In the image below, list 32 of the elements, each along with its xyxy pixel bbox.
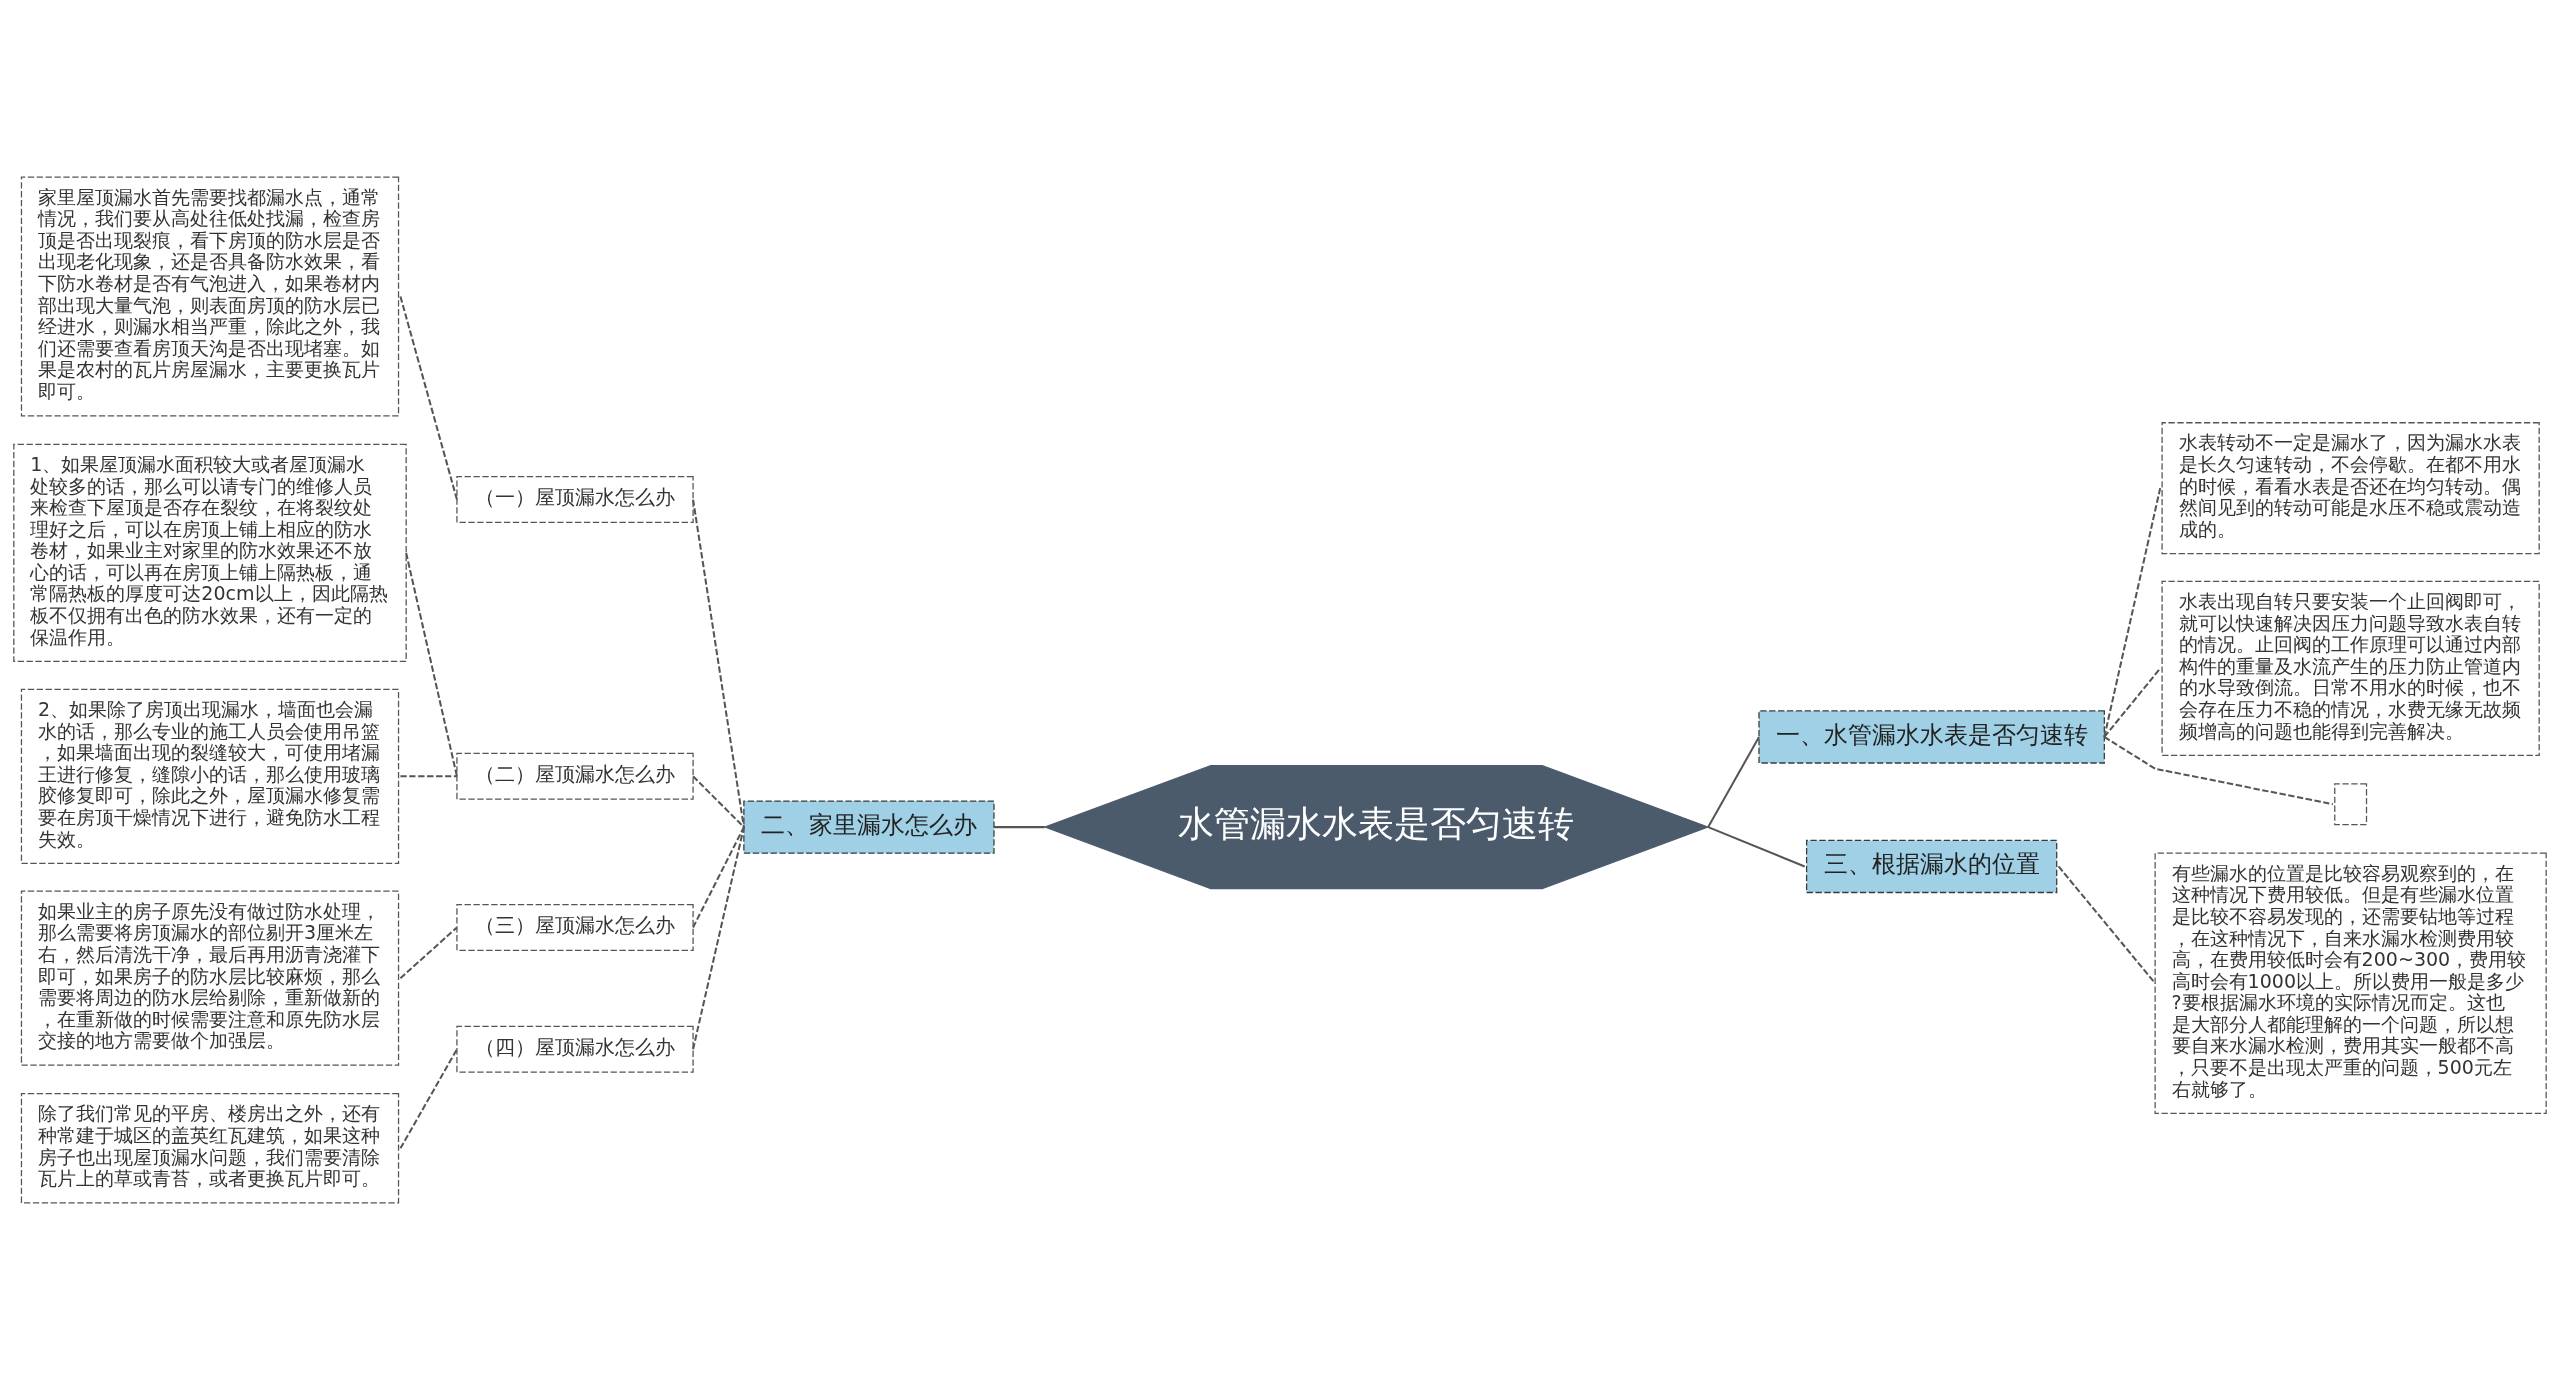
connector <box>400 774 457 777</box>
connector <box>2103 487 2162 737</box>
connector <box>692 498 745 827</box>
connector <box>1707 736 1760 828</box>
node-box: 家里屋顶漏水首先需要找都漏水点，通常情况，我们要从高处往低处找漏，检查房顶是否出现裂痕，看下房顶的防水层是否出现老化现象，还是否具备防水效果，看下防水卷材是否有气泡进入，如果卷材内部出现大量气泡，则表面房顶的防水层已经进水，则漏水相当严重，除此之外，我们还需要查看房顶天沟是否出现堵塞。如果是农村的瓦片房屋漏水，主要更换瓦片即可。 <box>20 175 400 416</box>
connector <box>2057 865 2156 984</box>
node-box: 2、如果除了房顶出现漏水，墙面也会漏水的话，那么专业的施工人员会使用吊篮，如果墙面出现的裂缝较大，可使用堵漏王进行修复，缝隙小的话，那么使用玻璃胶修复即可，除此之外，屋顶漏水修复需要在房顶干燥情况下进行，避免防水工程失效。 <box>20 688 400 864</box>
node-box <box>2334 782 2368 825</box>
node-box: （四）屋顶漏水怎么办 <box>456 1025 694 1073</box>
node-box: （三）屋顶漏水怎么办 <box>456 903 694 951</box>
connector <box>399 926 458 979</box>
node-box: 一、水管漏水水表是否匀速转 <box>1758 709 2105 764</box>
node-box: 水表出现自转只要安装一个止回阀即可，就可以快速解决因压力问题导致水表自转的情况。止回阀的工作原理可以通过内部构件的重量及水流产生的压力防止管道内的水导致倒流。日常不用水的时候，也不会存在压力不稳的情况，水费无缘无故频频增高的问题也能得到完善解决。 <box>2161 580 2540 756</box>
node-box: 1、如果屋顶漏水面积较大或者屋顶漏水处较多的话，那么可以请专门的维修人员来检查下屋顶是否存在裂纹，在将裂纹处理好之后，可以在房顶上铺上相应的防水卷材，如果业主对家里的防水效果还不放心的话，可以再在房顶上铺上隔热板，通常隔热板的厚度可达20cm以上，因此隔热板不仅拥有出色的防水效果，还有一定的保温作用。 <box>13 443 407 662</box>
connector <box>399 295 458 500</box>
node-box: 有些漏水的位置是比较容易观察到的，在这种情况下费用较低。但是有些漏水位置是比较不容易发现的，还需要钻地等过程，在这种情况下，自来水漏水检测费用较高，在费用较低时会有200~300，费用较高时会有1000以上。所以费用一般是多少?要根据漏水环境的实际情况而定。这也是大部分人都能理解的一个问题，所以想要自来水漏水检测，费用其实一般都不高，只要不是出现太严重的问题，500元左右就够了。 <box>2154 852 2547 1114</box>
node-box: 二、家里漏水怎么办 <box>743 799 995 854</box>
connector <box>2103 667 2161 738</box>
connector <box>994 825 1045 828</box>
node-box: 水表转动不一定是漏水了，因为漏水水表是长久匀速转动，不会停歇。在都不用水的时候，看看水表是否还在均匀转动。偶然间见到的转动可能是水压不稳或震动造成的。 <box>2161 421 2540 554</box>
connector <box>2103 735 2334 805</box>
node-box: （一）屋顶漏水怎么办 <box>456 475 694 523</box>
connector <box>399 1048 458 1149</box>
connector <box>692 826 745 1050</box>
connector <box>1707 825 1806 867</box>
node-box: （二）屋顶漏水怎么办 <box>456 752 694 800</box>
connector <box>692 775 745 828</box>
node-box: 三、根据漏水的位置 <box>1805 839 2058 893</box>
node-box: 如果业主的房子原先没有做过防水处理，那么需要将房顶漏水的部位剔开3厘米左右，然后清洗干净，最后再用沥青浇灌下即可，如果房子的防水层比较麻烦，那么需要将周边的防水层给剔除，重新做新的，在重新做的时候需要注意和原先防水层交接的地方需要做个加强层。 <box>20 890 400 1066</box>
connector <box>692 826 745 928</box>
node-box: 除了我们常见的平房、楼房出之外，还有种常建于城区的盖英红瓦建筑，如果这种房子也出现屋顶漏水问题，我们需要清除瓦片上的草或青苔，或者更换瓦片即可。 <box>20 1092 400 1204</box>
connector <box>405 552 458 777</box>
